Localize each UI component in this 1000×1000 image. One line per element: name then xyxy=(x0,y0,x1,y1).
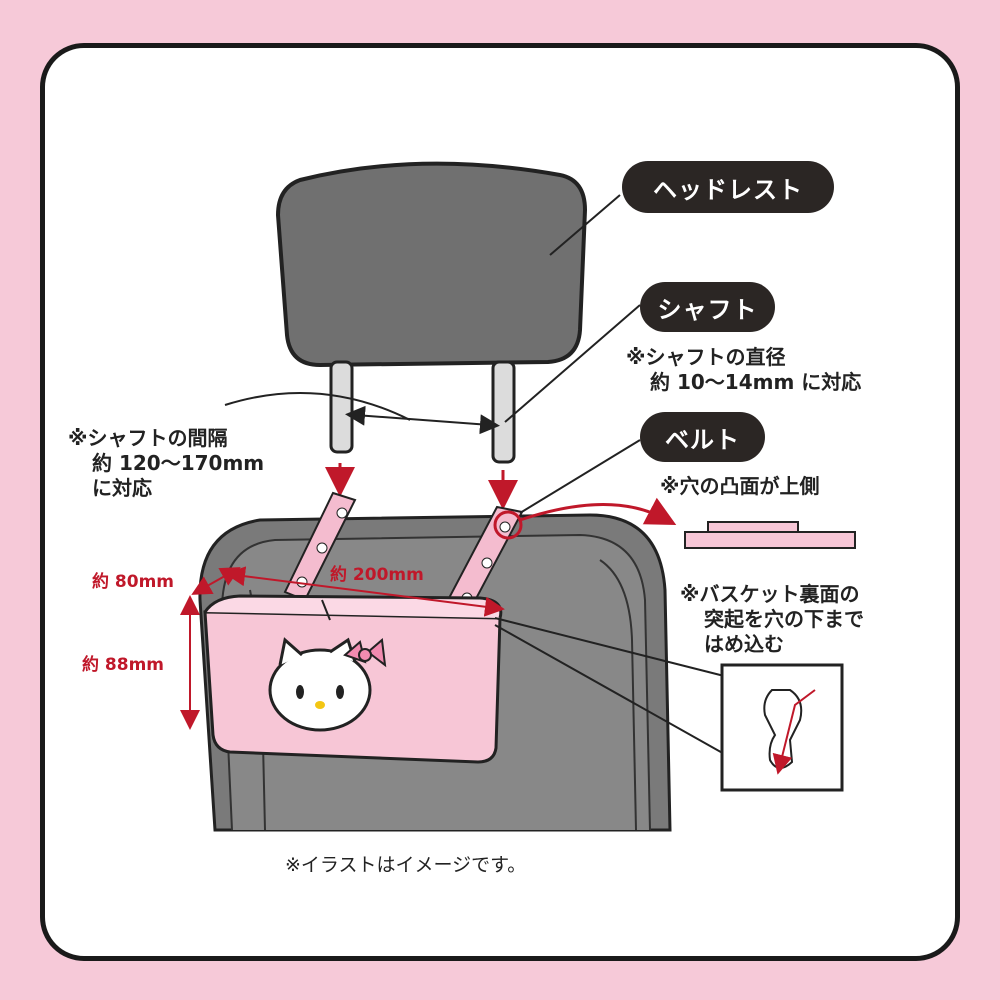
caption-illustration-note: ※イラストはイメージです。 xyxy=(285,854,527,876)
label-shaft: シャフト xyxy=(640,282,775,332)
basket xyxy=(203,594,503,764)
note-hole-side: ※穴の凸面が上側 xyxy=(660,474,820,498)
headrest xyxy=(275,161,588,464)
note-shaft-diameter: ※シャフトの直径 約 10～14mm に対応 xyxy=(626,345,862,394)
belt-hole-highlight xyxy=(493,510,523,540)
character-face xyxy=(268,637,387,732)
note-basket-back: ※バスケット裏面の 突起を穴の下まで はめ込む xyxy=(680,582,864,656)
label-belt: ベルト xyxy=(640,412,765,462)
shaft-right xyxy=(491,360,516,464)
note-shaft-spacing: ※シャフトの間隔 約 120～170mm に対応 xyxy=(68,426,265,500)
label-headrest: ヘッドレスト xyxy=(622,161,834,213)
dimension-height: 約 88mm xyxy=(82,655,165,675)
shaft-left xyxy=(329,360,354,454)
zoom-callout xyxy=(494,617,844,792)
hole-cross-section xyxy=(684,521,856,549)
dimension-depth: 約 80mm xyxy=(92,572,175,592)
dimension-width: 約 200mm xyxy=(330,565,424,585)
